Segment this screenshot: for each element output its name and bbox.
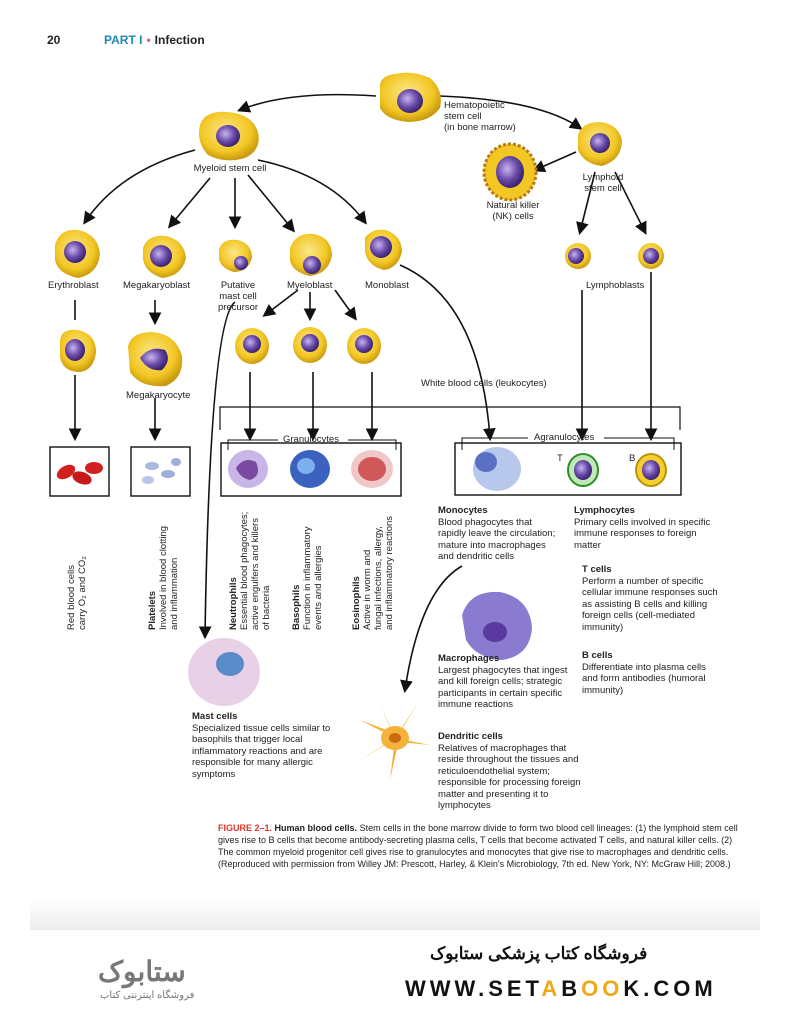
page-number: 20	[47, 33, 61, 47]
lymphoid-label: Lymphoid stem cell	[582, 172, 624, 194]
hsc-label: Hematopoietic stem cell (in bone marrow)	[444, 100, 516, 133]
logo-subtitle: فروشگاه اینترنتی کتاب	[100, 990, 195, 1001]
monoblast-label: Monoblast	[365, 280, 409, 291]
myeloid-label: Myeloid stem cell	[193, 163, 267, 174]
footer-banner	[0, 930, 789, 1010]
page-shadow	[30, 900, 760, 930]
agranulocytes-label: Agranulocytes	[534, 432, 595, 443]
store-name: فروشگاه کتاب پزشکی ستابوک	[430, 944, 648, 963]
putative-label: Putative mast cell precursor	[217, 280, 259, 313]
mature-cells	[56, 447, 667, 780]
erythroblast-label: Erythroblast	[48, 280, 99, 291]
store-url[interactable]: WWW.SETABOOK.COM	[405, 976, 717, 1001]
rbc-text: Red blood cells carry O₂ and CO₂	[66, 556, 88, 630]
megakaryoblast-label: Megakaryoblast	[123, 280, 191, 291]
part-label: PART I	[104, 33, 143, 47]
running-header: PART I•Infection	[104, 33, 205, 47]
lymphoblasts-label: Lymphoblasts	[586, 280, 645, 291]
wbc-label: White blood cells (leukocytes)	[421, 378, 547, 389]
b-cell-label: B	[629, 453, 636, 464]
figure-caption: FIGURE 2–1. Human blood cells. Stem cell…	[218, 823, 738, 869]
megakaryocyte-label: Megakaryocyte	[126, 390, 191, 401]
granulocytes-label: Granulocytes	[283, 434, 339, 445]
logo-wordmark: ستابوک	[98, 956, 186, 987]
section-label: Infection	[154, 33, 205, 47]
stem-cells	[55, 72, 664, 387]
t-cell-label: T	[557, 453, 563, 464]
lineage-arrows	[68, 93, 658, 694]
myeloblast-label: Myeloblast	[287, 280, 333, 291]
nk-label: Natural killer (NK) cells	[486, 200, 540, 222]
